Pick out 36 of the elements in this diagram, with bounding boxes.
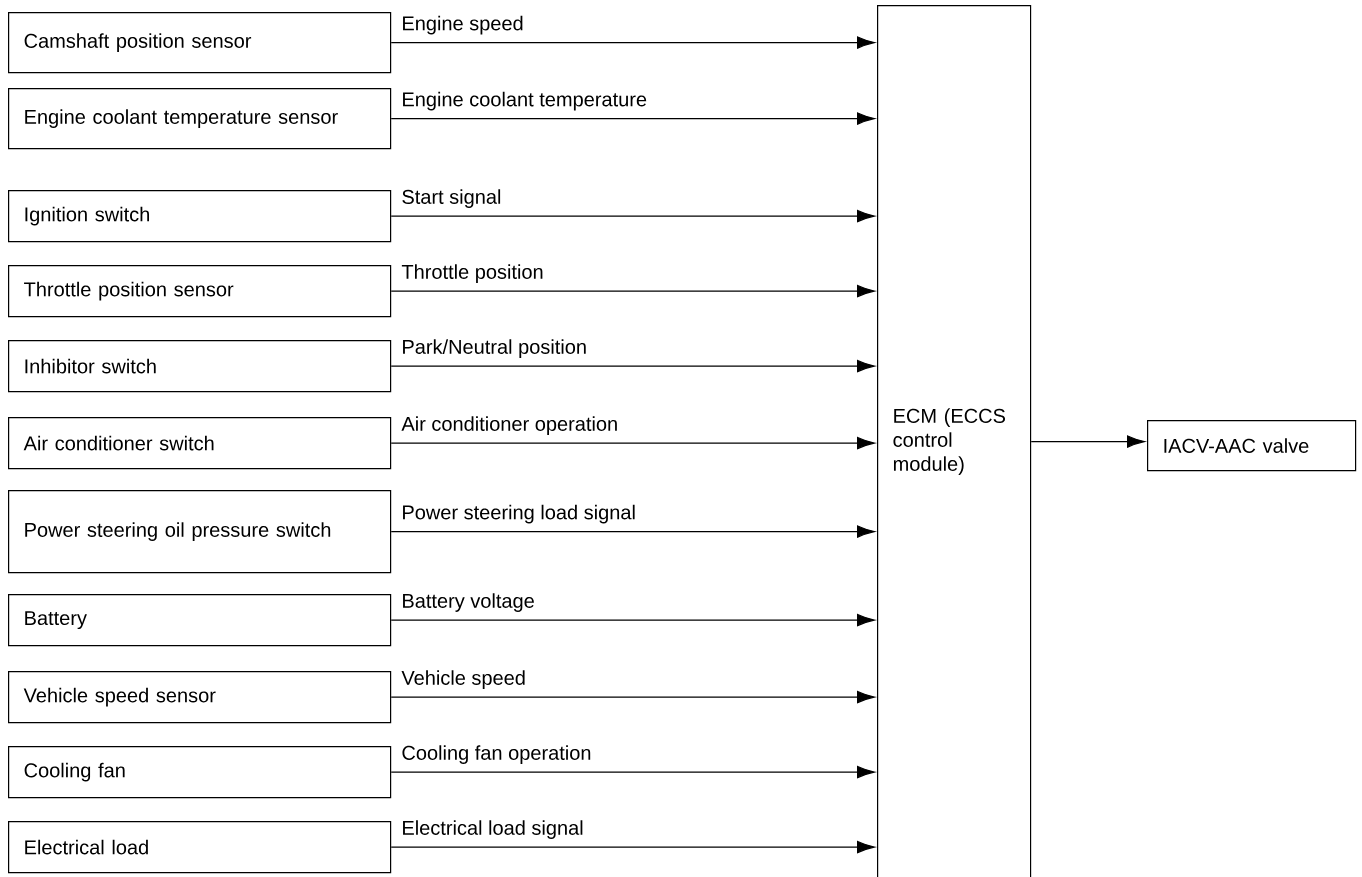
edge-label: Engine coolant temperature: [399, 89, 650, 113]
arrow: [390, 284, 875, 298]
component-box: Electrical load: [8, 821, 392, 874]
arrow: [390, 112, 875, 125]
edge-label: Electrical load signal: [399, 818, 586, 841]
arrow: [1030, 435, 1145, 448]
component-box: Air conditioner switch: [8, 417, 392, 470]
arrow: [390, 840, 875, 854]
arrow: [390, 209, 875, 223]
arrow: [390, 690, 875, 704]
arrow: [390, 765, 875, 779]
component-box: Power steering oil pressure switch: [8, 490, 392, 574]
arrow: [390, 525, 875, 538]
component-box: Ignition switch: [8, 190, 392, 243]
arrow: [390, 436, 875, 450]
component-box: IACV-AAC valve: [1147, 420, 1357, 472]
edge-label: Vehicle speed: [399, 668, 528, 691]
ecm-box: ECM (ECCS control module): [877, 5, 1032, 877]
arrow: [390, 359, 875, 373]
arrow: [390, 613, 875, 627]
edge-label: Air conditioner operation: [399, 414, 621, 437]
component-box: Inhibitor switch: [8, 340, 392, 393]
component-box: Engine coolant temperature sensor: [8, 88, 392, 150]
edge-label: Battery voltage: [399, 591, 537, 614]
edge-label: Engine speed: [399, 13, 526, 37]
component-box: Throttle position sensor: [8, 265, 392, 318]
edge-label: Cooling fan operation: [399, 743, 594, 766]
edge-label: Start signal: [399, 187, 504, 210]
edge-label: Throttle position: [399, 262, 546, 285]
arrow: [390, 36, 875, 49]
component-box: Battery: [8, 594, 392, 647]
component-box: Camshaft position sensor: [8, 12, 392, 74]
component-box: Cooling fan: [8, 746, 392, 799]
edge-label: Park/Neutral position: [399, 337, 590, 360]
component-box: Vehicle speed sensor: [8, 671, 392, 724]
edge-label: Power steering load signal: [399, 502, 638, 526]
